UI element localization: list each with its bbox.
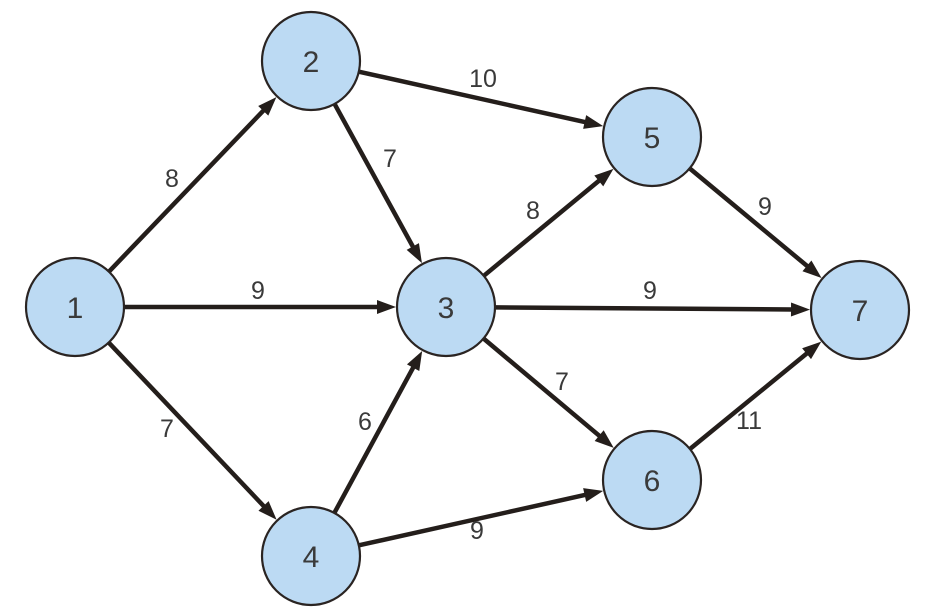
- edge-arrowhead: [790, 302, 811, 317]
- node-6: 6: [601, 429, 703, 531]
- edge-weight-label: 11: [736, 407, 762, 435]
- edge-weight-label: 9: [470, 517, 484, 545]
- edge-1-3: 9: [124, 277, 396, 314]
- edge-weight-label: 7: [555, 368, 569, 396]
- edge-arrowhead: [583, 488, 604, 502]
- edge-weight-label: 9: [251, 277, 265, 305]
- edge-arrowhead: [406, 243, 422, 264]
- edge-arrowhead: [802, 341, 822, 360]
- node-circle: [260, 505, 362, 607]
- edge-line: [107, 341, 267, 509]
- node-circle: [260, 10, 362, 112]
- node-label: 7: [852, 295, 869, 328]
- node-label: 2: [303, 46, 320, 79]
- node-label: 1: [67, 292, 84, 325]
- edge-arrowhead: [377, 300, 396, 314]
- node-5: 5: [601, 86, 703, 188]
- edge-3-7: 9: [494, 277, 811, 317]
- edge-weight-label: 9: [643, 277, 657, 305]
- node-label: 4: [303, 541, 320, 574]
- edge-line: [494, 305, 794, 312]
- edge-4-3: 6: [332, 350, 423, 514]
- edge-weight-label: 9: [758, 193, 772, 221]
- node-3: 3: [395, 256, 497, 358]
- edge-weight-label: 8: [526, 197, 540, 225]
- edge-3-6: 7: [482, 336, 614, 448]
- edge-arrowhead: [406, 350, 423, 371]
- node-circle: [601, 429, 703, 531]
- edge-weight-label: 7: [160, 415, 174, 443]
- edge-line: [482, 336, 603, 439]
- edge-4-6: 9: [358, 488, 604, 548]
- edge-3-5: 8: [482, 168, 614, 278]
- node-2: 2: [260, 10, 362, 112]
- edge-line: [358, 492, 588, 548]
- edge-arrowhead: [594, 168, 614, 187]
- edge-arrowhead: [583, 115, 604, 129]
- node-4: 4: [260, 505, 362, 607]
- edge-weight-label: 8: [165, 165, 179, 193]
- node-circle: [809, 259, 911, 361]
- edge-2-5: 10: [358, 65, 604, 129]
- edge-5-7: 9: [688, 166, 822, 279]
- edge-arrowhead: [258, 501, 277, 520]
- node-1: 1: [24, 256, 126, 358]
- node-circle: [601, 86, 703, 188]
- edge-line: [688, 166, 810, 269]
- node-circle: [395, 256, 497, 358]
- edge-weight-label: 7: [383, 145, 397, 173]
- edge-arrowhead: [258, 97, 277, 116]
- edge-line: [107, 107, 267, 274]
- node-label: 6: [644, 465, 661, 498]
- edge-1-2: 8: [107, 97, 277, 274]
- edge-weight-label: 6: [358, 408, 372, 436]
- node-label: 5: [644, 122, 661, 155]
- node-circle: [24, 256, 126, 358]
- node-label: 3: [438, 292, 455, 325]
- edge-1-4: 7: [107, 341, 277, 520]
- edge-arrowhead: [802, 260, 822, 279]
- node-7: 7: [809, 259, 911, 361]
- edge-weight-label: 10: [469, 65, 497, 93]
- edge-line: [332, 102, 416, 250]
- edge-6-7: 11: [688, 341, 822, 451]
- edge-2-3: 7: [332, 102, 422, 264]
- edge-line: [688, 350, 810, 451]
- edge-line: [358, 69, 588, 125]
- edge-line: [332, 364, 417, 514]
- edge-arrowhead: [594, 430, 614, 448]
- edge-line: [482, 177, 602, 278]
